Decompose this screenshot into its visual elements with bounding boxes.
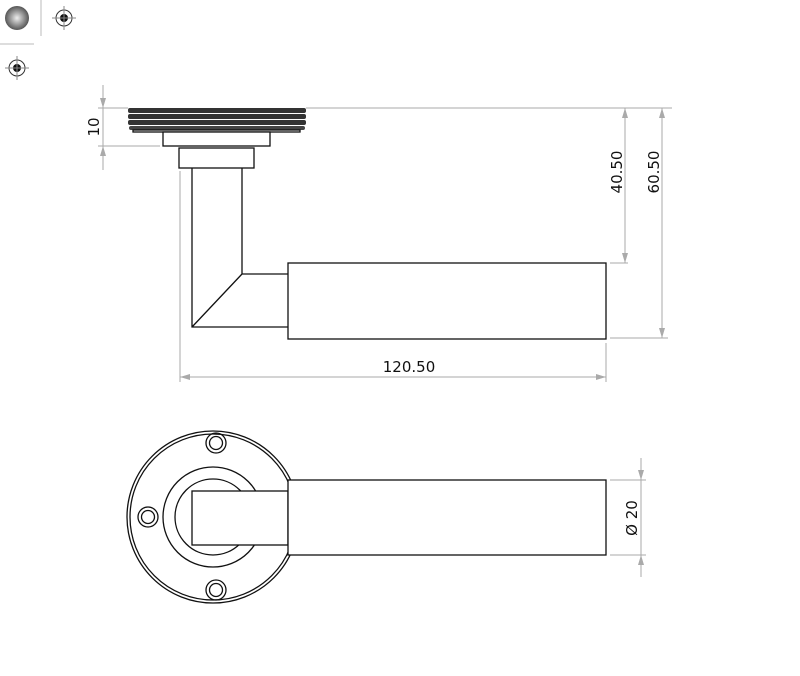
side-view: [128, 108, 607, 340]
render-sphere-icon[interactable]: [5, 6, 29, 30]
dimension-lever-diameter: Ø 20: [610, 458, 646, 577]
dimension-handle-drop: 40.50: [306, 107, 672, 264]
lever-bar: [287, 262, 607, 340]
dim-text: Ø 20: [623, 500, 641, 536]
spindle-cap: [178, 147, 255, 169]
view-target-icon[interactable]: [52, 6, 76, 30]
rose-collar: [162, 131, 271, 147]
dimension-overall-length: 120.50: [179, 171, 607, 382]
lever-neck: [191, 168, 288, 328]
lever-bar: [287, 479, 607, 556]
view-target-icon[interactable]: [5, 56, 29, 80]
front-view: [126, 430, 607, 604]
dim-text: 120.50: [383, 358, 436, 376]
dimension-overall-depth: 60.50: [610, 108, 668, 339]
screw-hole: [205, 579, 227, 601]
dim-text: 60.50: [645, 151, 663, 194]
lever-neck: [191, 490, 289, 546]
dim-text: 10: [85, 117, 103, 136]
screw-hole: [205, 432, 227, 454]
screw-hole: [137, 506, 159, 528]
rose-ribs: [128, 108, 306, 133]
dim-text: 40.50: [608, 151, 626, 194]
dimension-rose-thickness: 10: [85, 85, 160, 170]
